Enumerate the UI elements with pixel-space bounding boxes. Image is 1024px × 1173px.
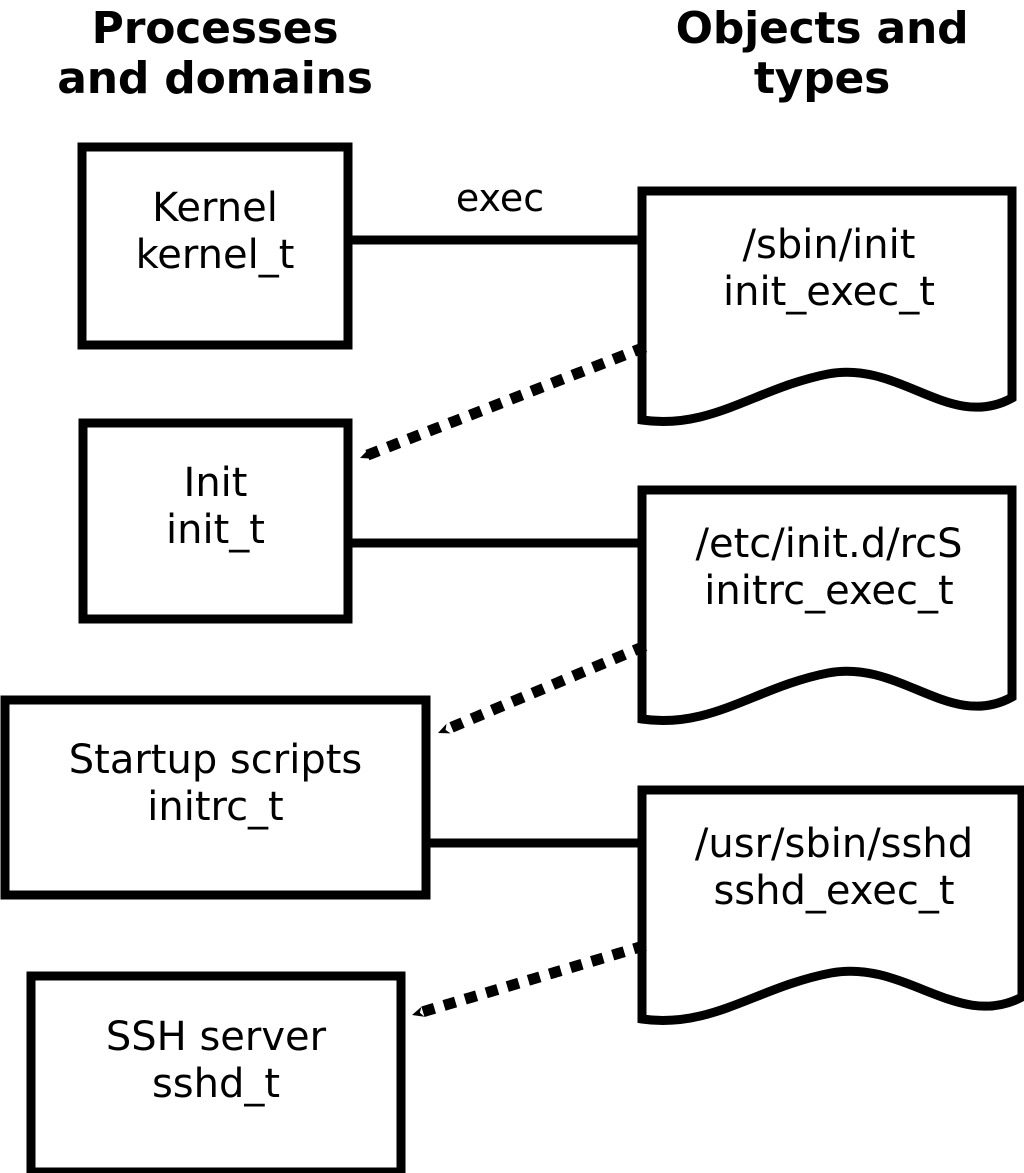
node-shape-document <box>637 785 1024 1025</box>
edge-initrc-exec-to-initrc[interactable] <box>430 640 648 741</box>
column-header-objects: Objects and types <box>675 3 969 105</box>
edge-init-exec-to-init[interactable] <box>352 341 648 466</box>
edge-line-dotted <box>352 341 648 466</box>
process-node-init[interactable] <box>78 418 353 624</box>
node-shape-rectangle <box>78 418 353 624</box>
column-header-processes: Processes and domains <box>57 3 373 105</box>
object-node-initrc-exec[interactable] <box>637 485 1017 725</box>
node-shape-rectangle <box>77 142 353 350</box>
node-shape-rectangle <box>26 971 406 1173</box>
object-node-init-exec[interactable] <box>637 186 1017 426</box>
node-shape-rectangle <box>0 695 431 900</box>
node-shape-document <box>637 485 1017 725</box>
edge-label-exec: exec <box>455 176 545 220</box>
object-node-sshd-exec[interactable] <box>637 785 1024 1025</box>
edge-sshd-exec-to-sshd[interactable] <box>405 940 647 1022</box>
process-node-kernel[interactable] <box>77 142 353 350</box>
process-node-initrc[interactable] <box>0 695 431 900</box>
edge-line-dotted <box>405 940 647 1022</box>
node-shape-document <box>637 186 1017 426</box>
process-node-sshd[interactable] <box>26 971 406 1173</box>
edge-line-dotted <box>430 640 648 741</box>
